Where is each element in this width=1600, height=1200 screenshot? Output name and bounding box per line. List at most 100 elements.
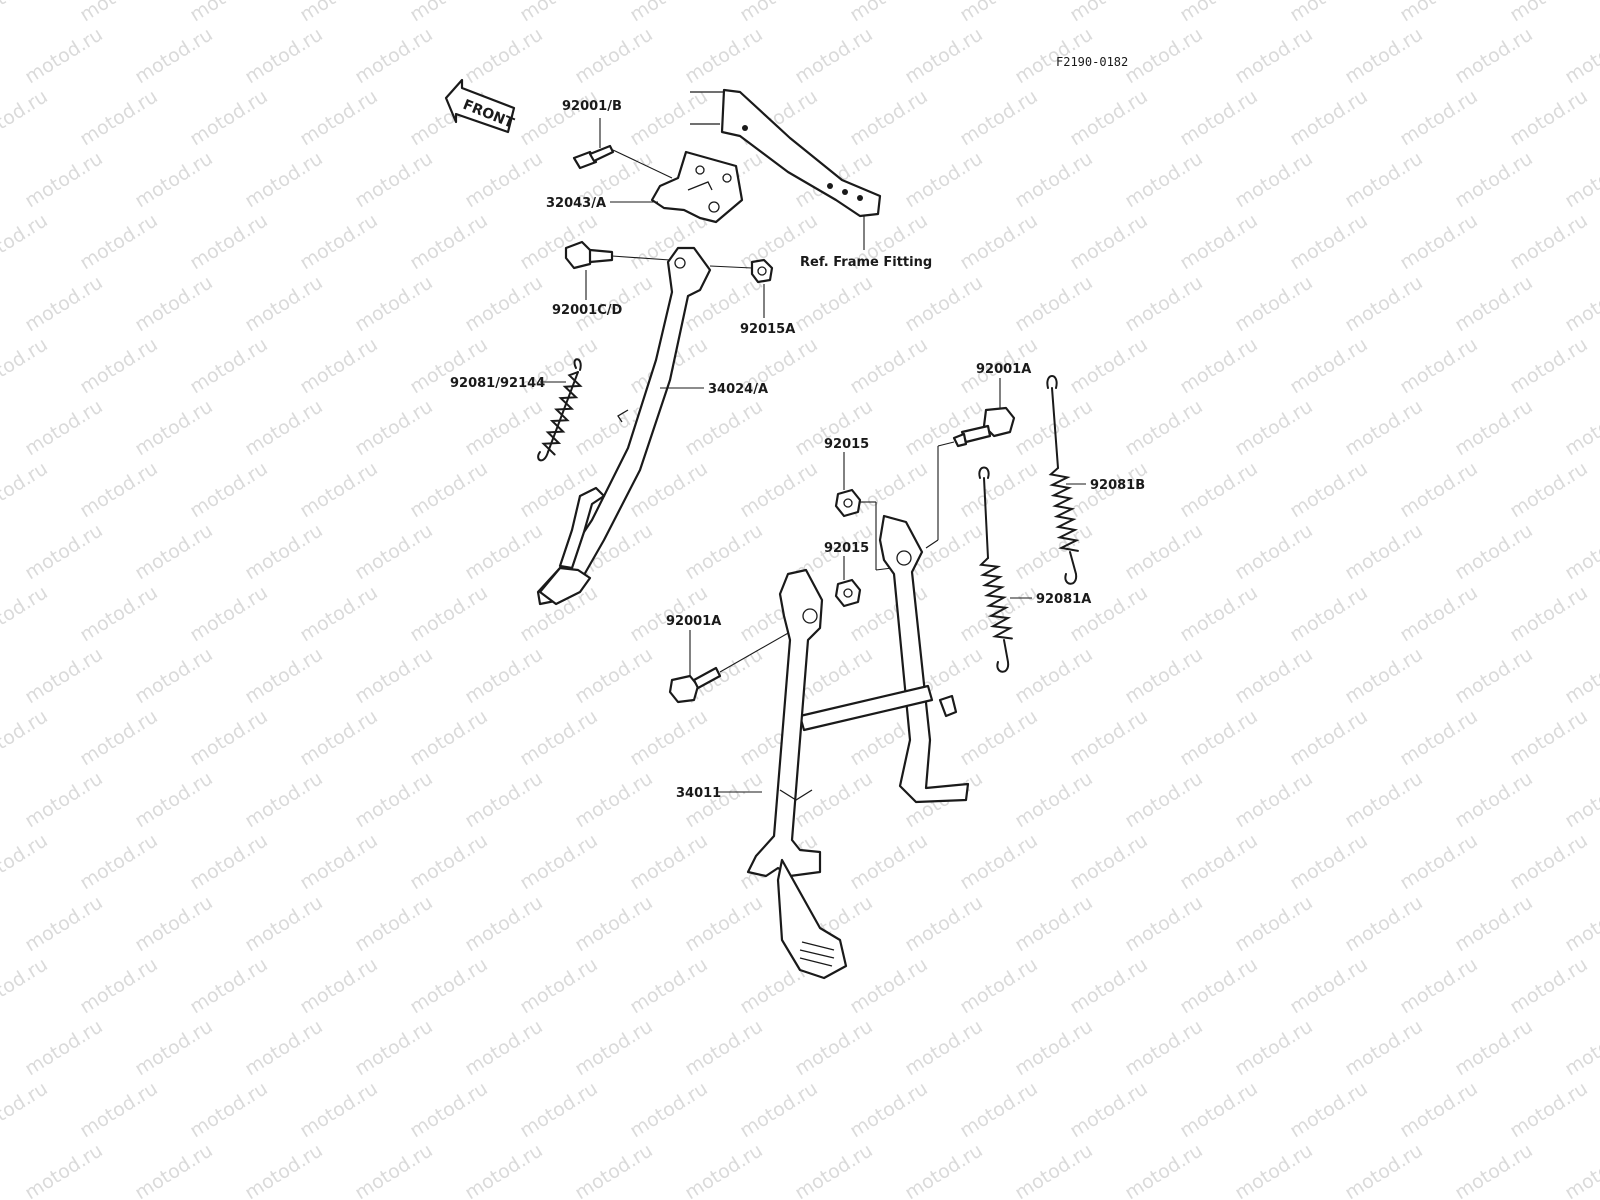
label-92015-upper: 92015 [824,437,869,452]
watermark-text: motod.ru [1121,891,1207,956]
watermark-text: motod.ru [1451,1015,1537,1080]
watermark-text: motod.ru [1121,23,1207,88]
watermark-text: motod.ru [0,705,52,770]
watermark-text: motod.ru [76,85,162,150]
watermark-text: motod.ru [21,23,107,88]
watermark-text: motod.ru [1286,85,1372,150]
watermark-text: motod.ru [681,1015,767,1080]
watermark-text: motod.ru [516,829,602,894]
watermark-text: motod.ru [1561,519,1600,584]
side-stand-34024a [536,246,712,606]
watermark-text: motod.ru [1506,85,1592,150]
watermark-text: motod.ru [1561,891,1600,956]
watermark-text: motod.ru [1561,395,1600,460]
watermark-text: motod.ru [351,147,437,212]
watermark-text: motod.ru [296,953,382,1018]
watermark-text: motod.ru [1011,147,1097,212]
watermark-text: motod.ru [1396,209,1482,274]
watermark-text: motod.ru [1396,581,1482,646]
watermark-text: motod.ru [1231,643,1317,708]
watermark-text: motod.ru [791,767,877,832]
watermark-text: motod.ru [1451,519,1537,584]
watermark-text: motod.ru [296,209,382,274]
watermark-text: motod.ru [1011,519,1097,584]
watermark-text: motod.ru [1176,85,1262,150]
watermark-text: motod.ru [1286,829,1372,894]
watermark-text: motod.ru [846,953,932,1018]
watermark-text: motod.ru [461,519,547,584]
watermark-text: motod.ru [131,519,217,584]
watermark-text: motod.ru [1121,271,1207,336]
watermark-text: motod.ru [571,1139,657,1200]
watermark-text: motod.ru [76,209,162,274]
label-92015-lower: 92015 [824,541,869,556]
spring-92081a [978,466,1014,673]
watermark-text: motod.ru [241,767,327,832]
watermark-text: motod.ru [0,953,52,1018]
watermark-text: motod.ru [0,333,52,398]
label-92081-92144: 92081/92144 [450,376,545,391]
watermark-text: motod.ru [461,1015,547,1080]
watermark-text: motod.ru [186,953,272,1018]
figure-code: F2190-0182 [1056,55,1128,69]
watermark-text: motod.ru [406,705,492,770]
watermark-text: motod.ru [131,1015,217,1080]
label-92001cd: 92001C/D [552,303,623,318]
watermark-text: motod.ru [1121,1139,1207,1200]
watermark-text: motod.ru [1451,643,1537,708]
watermark-text: motod.ru [131,23,217,88]
watermark-text: motod.ru [1561,1015,1600,1080]
label-32043a: 32043/A [546,196,606,211]
watermark-text: motod.ru [956,705,1042,770]
watermark-text: motod.ru [1286,0,1372,26]
watermark-text: motod.ru [1231,395,1317,460]
watermark-text: motod.ru [351,271,437,336]
watermark-text: motod.ru [956,457,1042,522]
watermark-text: motod.ru [626,85,712,150]
label-92001a-left: 92001A [666,614,721,629]
watermark-text: motod.ru [901,1015,987,1080]
watermark-text: motod.ru [241,395,327,460]
watermark-text: motod.ru [516,1077,602,1142]
watermark-text: motod.ru [956,953,1042,1018]
watermark-text: motod.ru [1011,643,1097,708]
watermark-text: motod.ru [21,519,107,584]
watermark-text: motod.ru [1341,767,1427,832]
watermark-text: motod.ru [21,271,107,336]
watermark-text: motod.ru [406,209,492,274]
watermark-text: motod.ru [76,457,162,522]
watermark-text: motod.ru [1176,705,1262,770]
watermark-text: motod.ru [1121,767,1207,832]
watermark-text: motod.ru [461,1139,547,1200]
watermark-text: motod.ru [571,767,657,832]
watermark-text: motod.ru [241,643,327,708]
watermark-text: motod.ru [1561,1139,1600,1200]
watermark-text: motod.ru [186,705,272,770]
watermark-text: motod.ru [76,953,162,1018]
watermark-text: motod.ru [1176,0,1262,26]
watermark-text: motod.ru [681,23,767,88]
watermark-text: motod.ru [461,271,547,336]
watermark-text: motod.ru [1451,395,1537,460]
watermark-text: motod.ru [1561,643,1600,708]
watermark-text: motod.ru [1066,705,1152,770]
watermark-text: motod.ru [901,395,987,460]
watermark-text: motod.ru [1066,1077,1152,1142]
spring-coil [978,557,1014,640]
watermark-text: motod.ru [1451,891,1537,956]
watermark-text: motod.ru [1066,209,1152,274]
watermark-text: motod.ru [76,0,162,26]
watermark-text: motod.ru [461,767,547,832]
watermark-text: motod.ru [901,23,987,88]
watermark-text: motod.ru [1231,271,1317,336]
watermark-text: motod.ru [846,85,932,150]
watermark-text: motod.ru [1066,829,1152,894]
watermark-text: motod.ru [76,1077,162,1142]
watermark-text: motod.ru [186,333,272,398]
watermark-text: motod.ru [461,891,547,956]
watermark-text: motod.ru [791,23,877,88]
watermark-text: motod.ru [1506,829,1592,894]
nut-92015-lower [834,578,862,608]
watermark-text: motod.ru [406,953,492,1018]
watermark-text: motod.ru [1341,891,1427,956]
